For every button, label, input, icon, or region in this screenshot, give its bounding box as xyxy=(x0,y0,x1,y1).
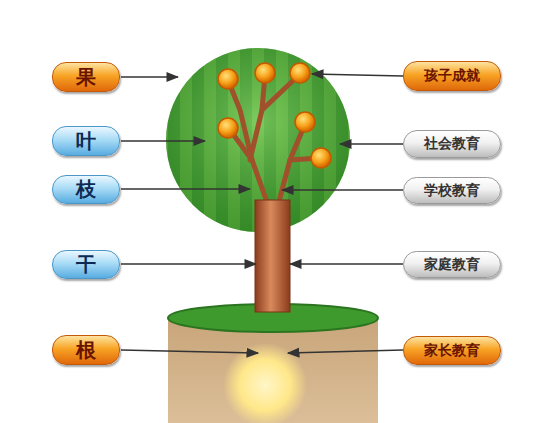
label-pill: 果 xyxy=(52,62,120,92)
label-pill: 干 xyxy=(52,250,120,279)
soil-body xyxy=(168,318,378,423)
branches xyxy=(228,74,320,205)
label-text: 孩子成就 xyxy=(424,67,480,85)
label-text: 家长教育 xyxy=(424,342,480,360)
label-pill: 孩子成就 xyxy=(403,61,501,91)
label-pill: 家长教育 xyxy=(403,336,501,365)
label-text: 社会教育 xyxy=(424,135,480,153)
label-text: 学校教育 xyxy=(424,182,480,200)
label-text: 家庭教育 xyxy=(424,256,480,274)
label-pill: 根 xyxy=(52,335,120,365)
label-pill: 枝 xyxy=(52,175,120,204)
label-pill: 家庭教育 xyxy=(403,251,501,278)
root-glow xyxy=(223,343,307,423)
label-text: 根 xyxy=(76,337,96,364)
label-pill: 叶 xyxy=(52,126,120,156)
label-text: 枝 xyxy=(76,176,96,203)
label-pill: 社会教育 xyxy=(403,130,501,158)
fruits xyxy=(218,63,331,168)
label-text: 叶 xyxy=(76,128,96,155)
leader-arrows xyxy=(121,74,403,353)
label-text: 干 xyxy=(76,251,96,278)
label-text: 果 xyxy=(76,64,96,91)
trunk xyxy=(255,200,290,312)
label-pill: 学校教育 xyxy=(403,177,501,204)
